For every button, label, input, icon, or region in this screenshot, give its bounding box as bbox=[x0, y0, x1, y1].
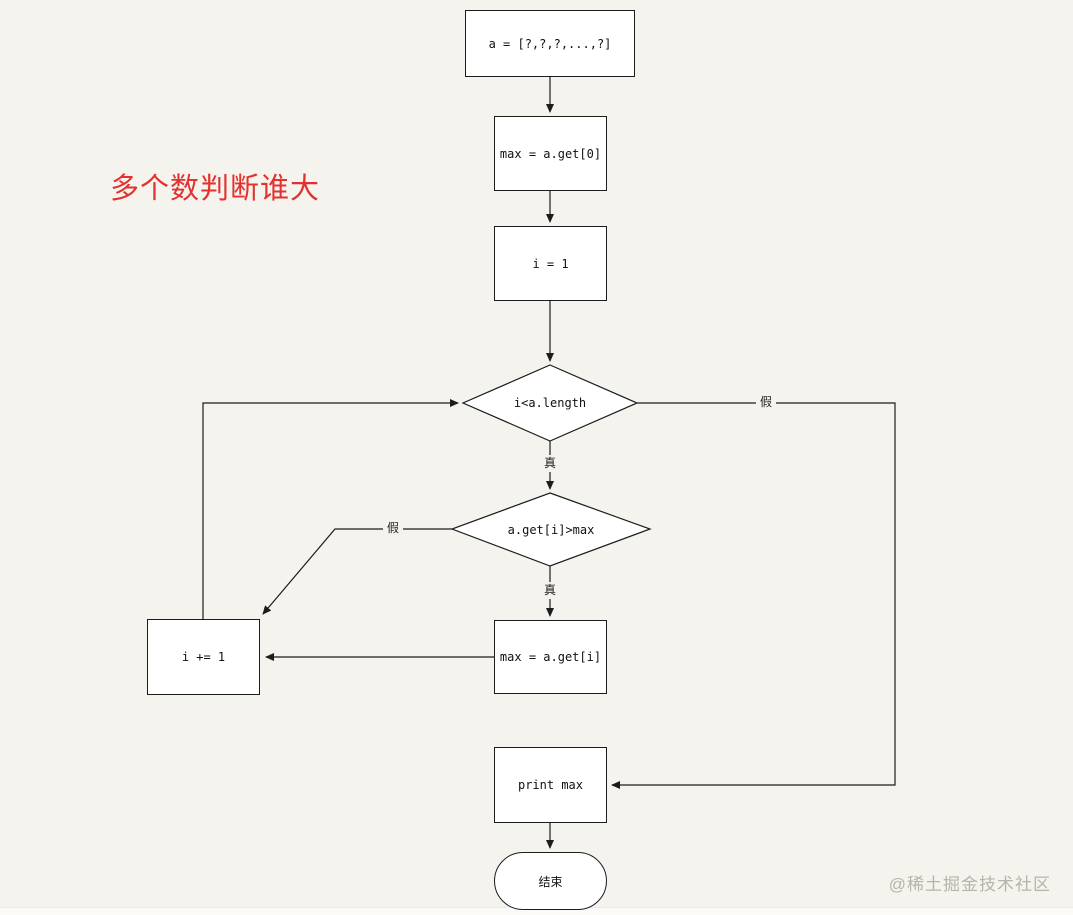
edge-label-false-compare: 假 bbox=[383, 520, 403, 537]
node-start-array: a = [?,?,?,...,?] bbox=[465, 10, 635, 77]
watermark-text: @稀土掘金技术社区 bbox=[888, 875, 1051, 894]
page-title: 多个数判断谁大 bbox=[110, 173, 321, 205]
edge-label-false-loopcond: 假 bbox=[756, 394, 776, 411]
edge-compare-false-to-increment bbox=[262, 528, 452, 615]
decision-compare-condition-shape bbox=[450, 492, 652, 567]
edge-label-true-loopcond: 真 bbox=[540, 455, 560, 472]
node-assign-max: max = a.get[i] bbox=[494, 620, 607, 694]
edge-increment-loop-to-loopcond bbox=[202, 399, 459, 619]
node-print-max: print max bbox=[494, 747, 607, 823]
node-increment-i: i += 1 bbox=[147, 619, 260, 695]
node-init-max: max = a.get[0] bbox=[494, 116, 607, 191]
node-init-i: i = 1 bbox=[494, 226, 607, 301]
decision-loop-condition-shape bbox=[461, 364, 639, 442]
node-end-terminal: 结束 bbox=[494, 852, 607, 910]
edge-label-true-compare: 真 bbox=[540, 582, 560, 599]
edge-loopcond-false-to-print bbox=[611, 402, 896, 789]
